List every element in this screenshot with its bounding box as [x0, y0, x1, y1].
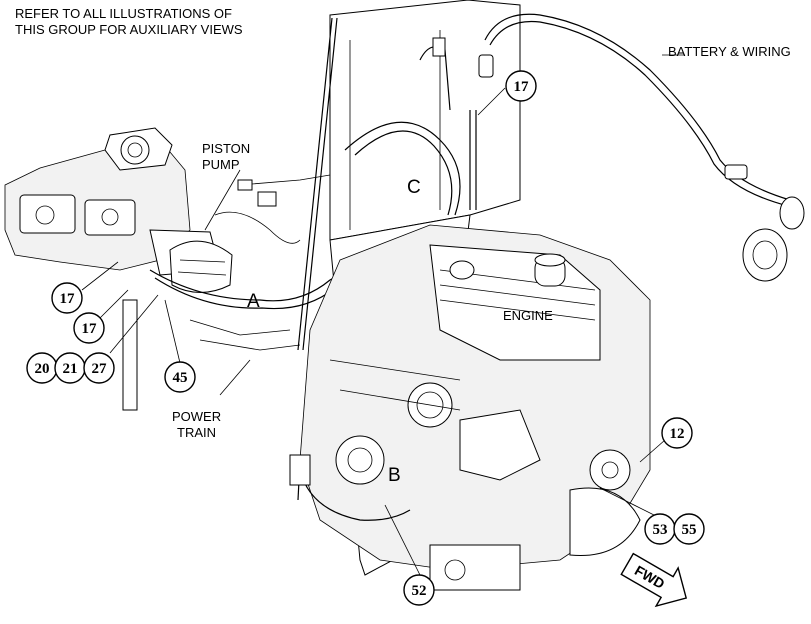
view-marker-a: A: [247, 291, 260, 312]
wiring-harness: [149, 174, 446, 351]
callout-text: 17: [82, 321, 98, 337]
battery-cable: [478, 13, 805, 282]
callout-12: 12: [661, 417, 693, 449]
piston-pump-assembly: [4, 127, 233, 293]
callout-17-left-upper: 17: [51, 282, 83, 314]
view-marker-b: B: [388, 465, 401, 486]
upper-hoses: [344, 37, 477, 216]
callout-text: 53: [653, 522, 668, 538]
callout-17-left-lower: 17: [73, 312, 105, 344]
callout-text: 17: [514, 79, 530, 95]
callout-20: 20: [26, 352, 58, 384]
label-piston-pump-line1: PISTON: [202, 141, 250, 156]
view-marker-c: C: [407, 177, 421, 198]
callout-text: 20: [35, 361, 50, 377]
label-battery-wiring: BATTERY & WIRING: [668, 44, 791, 59]
callout-text: 12: [670, 426, 685, 442]
callout-text: 21: [63, 361, 78, 377]
label-power-train-line1: POWER: [172, 409, 221, 424]
dipstick-rod: [297, 17, 338, 351]
callout-55: 55: [673, 513, 705, 545]
lower-harness: [289, 454, 411, 521]
callout-text: 27: [92, 361, 108, 377]
fwd-arrow: FWD: [620, 552, 688, 608]
callout-53: 53: [644, 513, 676, 545]
callout-17-top: 17: [505, 70, 537, 102]
label-power-train-line2: TRAIN: [177, 425, 216, 440]
callout-text: 45: [173, 370, 188, 386]
engine-block: [299, 224, 651, 591]
label-piston-pump-line2: PUMP: [202, 157, 240, 172]
callout-27: 27: [83, 352, 115, 384]
leader-lines: [81, 54, 685, 576]
callout-text: 52: [412, 583, 427, 599]
callout-text: 17: [60, 291, 76, 307]
header-note-line1: REFER TO ALL ILLUSTRATIONS OF: [15, 6, 232, 21]
left-post: [122, 299, 138, 411]
label-engine: ENGINE: [503, 308, 553, 323]
callout-52: 52: [403, 574, 435, 606]
callout-text: 55: [682, 522, 697, 538]
callout-45: 45: [164, 361, 196, 393]
header-note-line2: THIS GROUP FOR AUXILIARY VIEWS: [15, 22, 243, 37]
callout-21: 21: [54, 352, 86, 384]
